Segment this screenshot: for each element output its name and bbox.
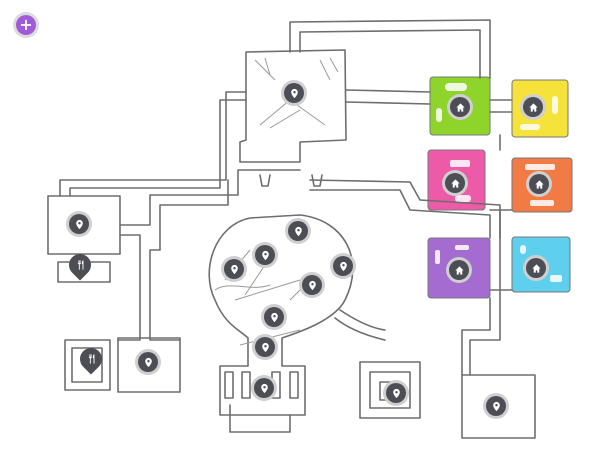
map-pin-icon xyxy=(144,357,152,367)
map-pin-icon xyxy=(75,219,83,229)
fork-knife-icon xyxy=(88,354,94,364)
map-pin-icon xyxy=(270,312,278,322)
plus-icon: + xyxy=(16,15,36,35)
home-icon xyxy=(528,102,538,112)
map-pin-icon xyxy=(290,88,298,98)
house-marker[interactable] xyxy=(523,255,549,281)
food-marker[interactable] xyxy=(75,343,107,375)
house-marker[interactable] xyxy=(447,94,473,120)
location-marker[interactable] xyxy=(281,80,307,106)
location-marker[interactable] xyxy=(383,380,409,406)
home-icon xyxy=(450,178,460,188)
map-pin-icon xyxy=(230,264,238,274)
map-pin-icon xyxy=(308,280,316,290)
location-marker[interactable] xyxy=(299,272,325,298)
map-pin-icon xyxy=(392,388,400,398)
house-marker[interactable] xyxy=(442,170,468,196)
home-icon xyxy=(534,179,544,189)
location-marker[interactable] xyxy=(483,393,509,419)
location-marker[interactable] xyxy=(135,349,161,375)
map-pin-icon xyxy=(492,401,500,411)
map-pin-icon xyxy=(261,342,269,352)
location-marker[interactable] xyxy=(285,218,311,244)
map-pin-icon xyxy=(339,261,347,271)
sketch-details xyxy=(214,57,339,346)
add-button[interactable]: + xyxy=(13,12,39,38)
location-marker[interactable] xyxy=(252,334,278,360)
location-marker[interactable] xyxy=(252,242,278,268)
location-marker[interactable] xyxy=(330,253,356,279)
map-pin-icon xyxy=(260,383,268,393)
home-icon xyxy=(455,102,465,112)
location-marker[interactable] xyxy=(66,211,92,237)
fork-knife-icon xyxy=(77,260,83,270)
house-marker[interactable] xyxy=(526,171,552,197)
map-pin-icon xyxy=(261,250,269,260)
location-marker[interactable] xyxy=(221,256,247,282)
food-marker[interactable] xyxy=(64,249,96,281)
house-marker[interactable] xyxy=(520,94,546,120)
map-pin-icon xyxy=(294,226,302,236)
home-icon xyxy=(454,265,464,275)
home-icon xyxy=(531,263,541,273)
location-marker[interactable] xyxy=(251,375,277,401)
location-marker[interactable] xyxy=(261,304,287,330)
house-marker[interactable] xyxy=(446,257,472,283)
